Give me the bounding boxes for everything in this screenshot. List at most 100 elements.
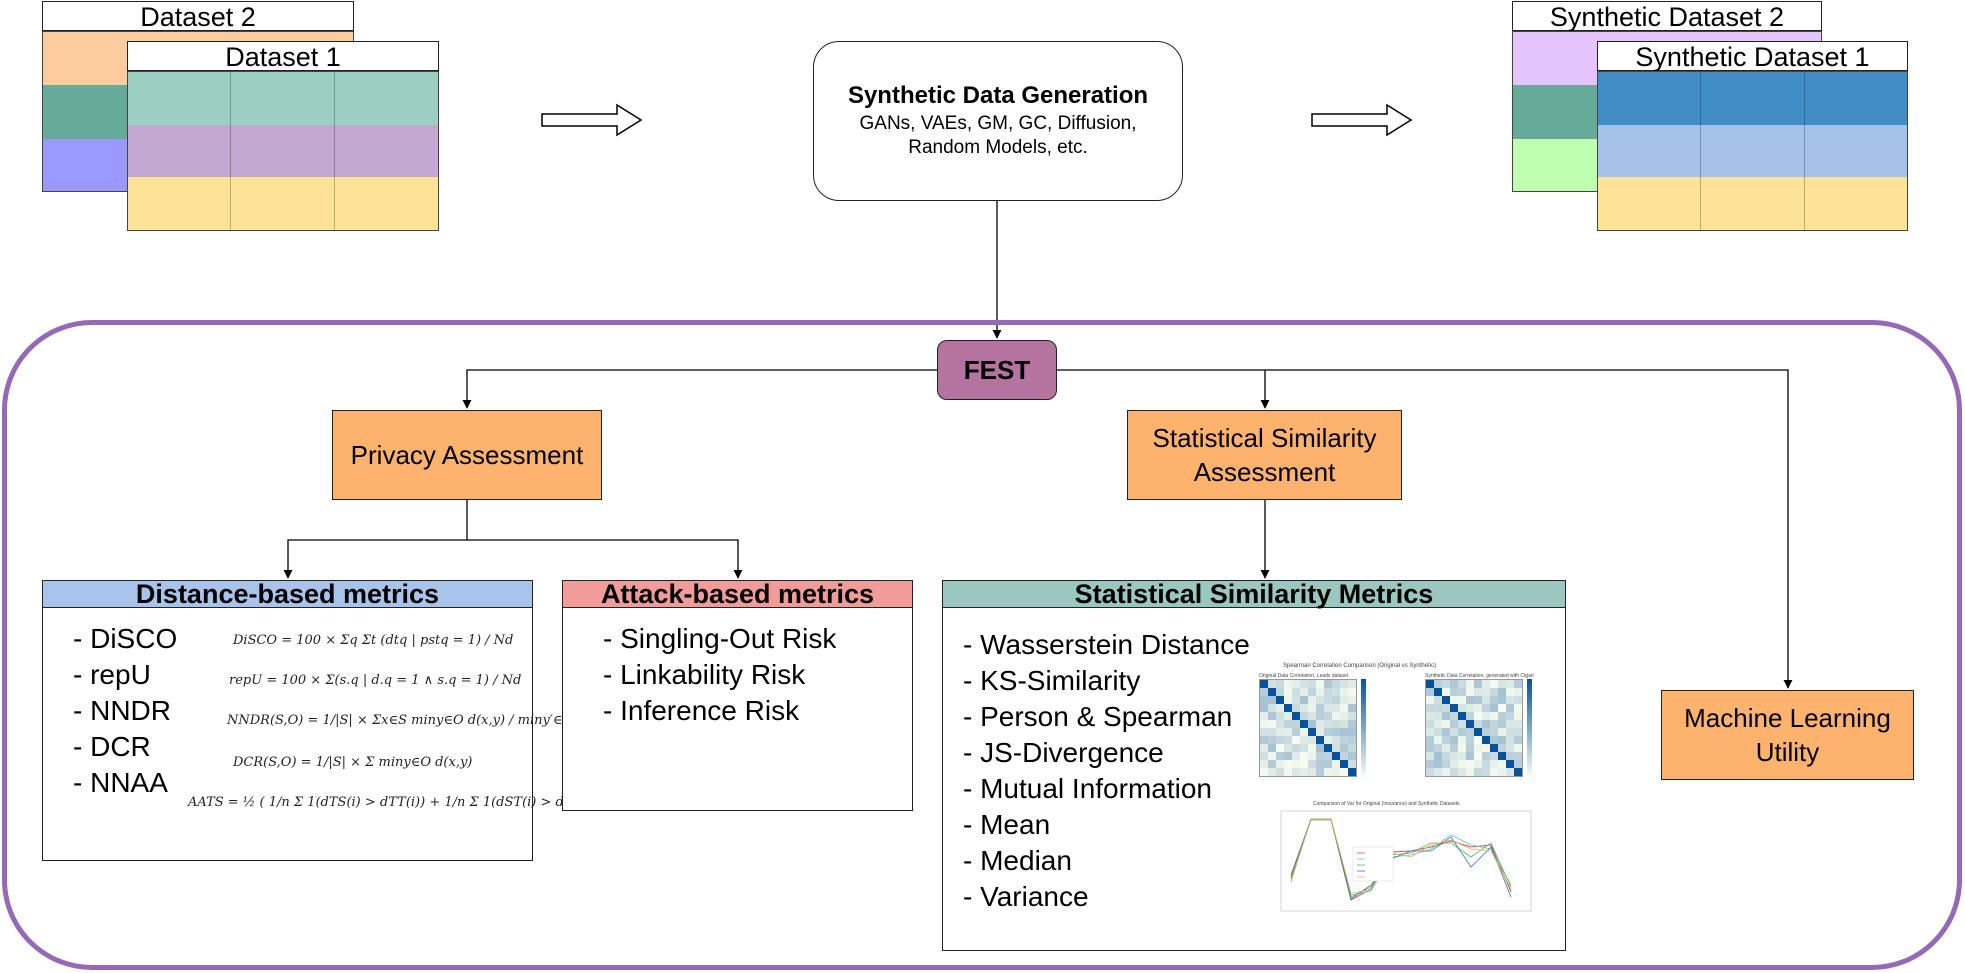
heatmap-cell — [1260, 680, 1268, 688]
heatmap-cell — [1434, 768, 1442, 776]
list-item: - DCR — [73, 731, 151, 762]
machine-learning-utility-node: Machine Learning Utility — [1661, 690, 1914, 780]
heatmap-cell — [1466, 760, 1474, 768]
heatmap-cell — [1340, 752, 1348, 760]
heatmap-cell — [1292, 696, 1300, 704]
heatmap-cell — [1450, 704, 1458, 712]
heatmap-cell — [1340, 696, 1348, 704]
heatmap-cell — [1292, 728, 1300, 736]
list-item: - Mean — [963, 809, 1051, 840]
heatmap-cell — [1308, 728, 1316, 736]
heatmap-colorbar — [1527, 679, 1532, 777]
heatmap-cell — [1268, 744, 1276, 752]
heatmap-cell — [1442, 752, 1450, 760]
heatmap-cell — [1324, 768, 1332, 776]
heatmap-cell — [1498, 688, 1506, 696]
synthetic-data-generation-box: Synthetic Data Generation GANs, VAEs, GM… — [813, 41, 1183, 201]
generation-title: Synthetic Data Generation — [847, 82, 1149, 109]
dataset-1-row — [127, 125, 439, 177]
heatmap-cell — [1442, 704, 1450, 712]
heatmap-cell — [1340, 728, 1348, 736]
heatmap-thumb-right-title: Synthetic Data Correlation, generated wi… — [1425, 673, 1534, 679]
heatmap-cell — [1324, 752, 1332, 760]
dataset-1-frame — [127, 71, 439, 231]
heatmap-cell — [1442, 720, 1450, 728]
heatmap-cell — [1316, 728, 1324, 736]
heatmap-cell — [1442, 680, 1450, 688]
heatmap-cell — [1490, 712, 1498, 720]
heatmap-cell — [1474, 760, 1482, 768]
heatmap-cell — [1332, 688, 1340, 696]
heatmap-cell — [1340, 744, 1348, 752]
heatmap-cell — [1268, 696, 1276, 704]
heatmap-cell — [1514, 736, 1522, 744]
heatmap-cell — [1276, 720, 1284, 728]
heatmap-cell — [1316, 736, 1324, 744]
heatmap-cell — [1348, 720, 1356, 728]
heatmap-cell — [1506, 744, 1514, 752]
heatmap-cell — [1300, 728, 1308, 736]
heatmap-cell — [1490, 736, 1498, 744]
line-thumb-title: Comparison of Var for Original (Insuranc… — [1313, 801, 1460, 807]
heatmap-cell — [1292, 760, 1300, 768]
heatmap-cell — [1268, 712, 1276, 720]
heatmap-cell — [1260, 744, 1268, 752]
heatmap-cell — [1442, 696, 1450, 704]
synthetic-dataset-1-column-divider — [1804, 71, 1805, 231]
heatmap-cell — [1300, 760, 1308, 768]
heatmap-cell — [1498, 736, 1506, 744]
heatmap-cell — [1292, 688, 1300, 696]
heatmap-cell — [1340, 680, 1348, 688]
heatmap-cell — [1324, 744, 1332, 752]
right-arrow-icon — [541, 103, 643, 137]
heatmap-cell — [1474, 712, 1482, 720]
heatmap-cell — [1466, 696, 1474, 704]
synthetic-dataset-1-row — [1597, 125, 1908, 177]
heatmap-cell — [1340, 736, 1348, 744]
heatmap-cell — [1490, 720, 1498, 728]
list-item: - Variance — [963, 881, 1089, 912]
right-arrow-icon — [1311, 103, 1413, 137]
list-item: - Linkability Risk — [603, 659, 806, 690]
heatmap-cell — [1482, 752, 1490, 760]
heatmap-cell — [1308, 696, 1316, 704]
heatmap-cell — [1490, 752, 1498, 760]
heatmap-cell — [1292, 680, 1300, 688]
heatmap-cell — [1316, 744, 1324, 752]
heatmap-cell — [1260, 712, 1268, 720]
heatmap-cell — [1308, 752, 1316, 760]
heatmap-cell — [1482, 728, 1490, 736]
heatmap-cell — [1506, 712, 1514, 720]
heatmap-cell — [1426, 680, 1434, 688]
list-item: - Inference Risk — [603, 695, 800, 726]
heatmap-cell — [1268, 768, 1276, 776]
heatmap-cell — [1284, 768, 1292, 776]
heatmap-cell — [1490, 760, 1498, 768]
heatmap-cell — [1308, 760, 1316, 768]
heatmap-cell — [1348, 704, 1356, 712]
heatmap-cell — [1316, 760, 1324, 768]
heatmap-cell — [1450, 688, 1458, 696]
dataset-1-row — [127, 71, 439, 125]
heatmap-cell — [1324, 712, 1332, 720]
heatmap-cell — [1426, 688, 1434, 696]
heatmap-cell — [1482, 760, 1490, 768]
heatmap-cell — [1332, 744, 1340, 752]
heatmap-thumb-title: Spearman Correlation Comparison (Origina… — [1283, 663, 1437, 669]
heatmap-cell — [1284, 680, 1292, 688]
heatmap-cell — [1514, 752, 1522, 760]
heatmap-cell — [1276, 768, 1284, 776]
heatmap-cell — [1324, 736, 1332, 744]
heatmap-cell — [1316, 704, 1324, 712]
heatmap-cell — [1458, 768, 1466, 776]
heatmap-cell — [1506, 720, 1514, 728]
heatmap-cell — [1498, 768, 1506, 776]
heatmap-cell — [1450, 720, 1458, 728]
heatmap-cell — [1284, 720, 1292, 728]
heatmap-cell — [1498, 744, 1506, 752]
heatmap-cell — [1458, 720, 1466, 728]
heatmap-cell — [1482, 688, 1490, 696]
heatmap-cell — [1474, 680, 1482, 688]
heatmap-cell — [1450, 712, 1458, 720]
heatmap-cell — [1498, 760, 1506, 768]
